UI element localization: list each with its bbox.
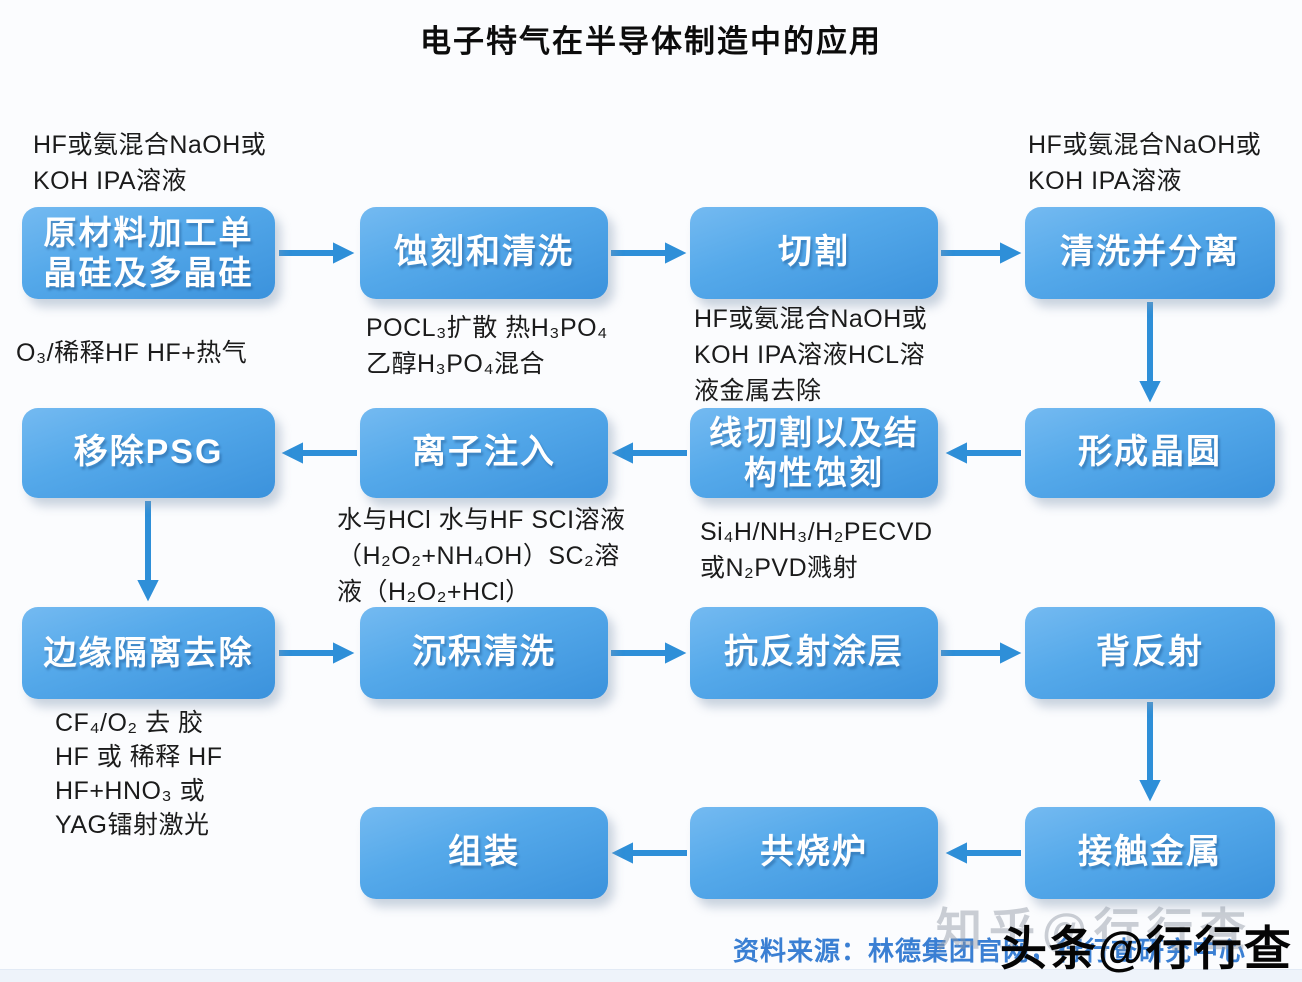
annotation-hcl-metal-removal: HF或氨混合NaOH或 KOH IPA溶液HCL溶 液金属去除 [694, 305, 928, 405]
annotation-naoh-koh-ipa-left: HF或氨混合NaOH或 KOH IPA溶液 [33, 131, 267, 195]
node-co-firing-furnace: 共烧炉 [690, 807, 938, 899]
node-wire-cut-structural-etch: 线切割以及结 构性蚀刻 [690, 408, 938, 498]
annotation-sc-cleaning-solutions: 水与HCl 水与HF SCI溶液 （H₂O₂+NH₄OH）SC₂溶 液（H₂O₂… [337, 506, 626, 606]
source-credit: 资料来源：林德集团官网，行行查研究中心 [733, 936, 1247, 966]
node-raw-material-processing: 原材料加工单 晶硅及多晶硅 [22, 207, 275, 299]
node-etch-and-clean: 蚀刻和清洗 [360, 207, 608, 299]
node-edge-isolation-removal: 边缘隔离去除 [22, 607, 275, 699]
node-back-reflection: 背反射 [1025, 607, 1275, 699]
annotation-pocl3-diffusion: POCL₃扩散 热H₃PO₄ 乙醇H₃PO₄混合 [366, 314, 608, 378]
annotation-naoh-koh-ipa-right: HF或氨混合NaOH或 KOH IPA溶液 [1028, 131, 1262, 195]
annotation-pecvd-pvd-sputtering: Si₄H/NH₃/H₂PECVD 或N₂PVD溅射 [700, 518, 933, 582]
annotation-cf4-o2-stripping: CF₄/O₂ 去 胶 HF 或 稀释 HF HF+HNO₃ 或 YAG镭射激光 [55, 709, 223, 839]
node-deposition-clean: 沉积清洗 [360, 607, 608, 699]
node-anti-reflective-coating: 抗反射涂层 [690, 607, 938, 699]
node-clean-and-separate: 清洗并分离 [1025, 207, 1275, 299]
node-form-wafer: 形成晶圆 [1025, 408, 1275, 498]
node-cutting: 切割 [690, 207, 938, 299]
node-contact-metal: 接触金属 [1025, 807, 1275, 899]
bottom-edge-bar [0, 969, 1302, 982]
node-assembly: 组装 [360, 807, 608, 899]
watermark-zhihu: 知乎@行行查 [936, 904, 1253, 956]
node-remove-psg: 移除PSG [22, 408, 275, 498]
watermark-toutiao: 头条@行行查 [1000, 922, 1293, 975]
node-ion-implantation: 离子注入 [360, 408, 608, 498]
annotation-ozone-dilute-hf: O₃/稀释HF HF+热气 [16, 339, 248, 367]
page-title: 电子特气在半导体制造中的应用 [420, 24, 882, 59]
